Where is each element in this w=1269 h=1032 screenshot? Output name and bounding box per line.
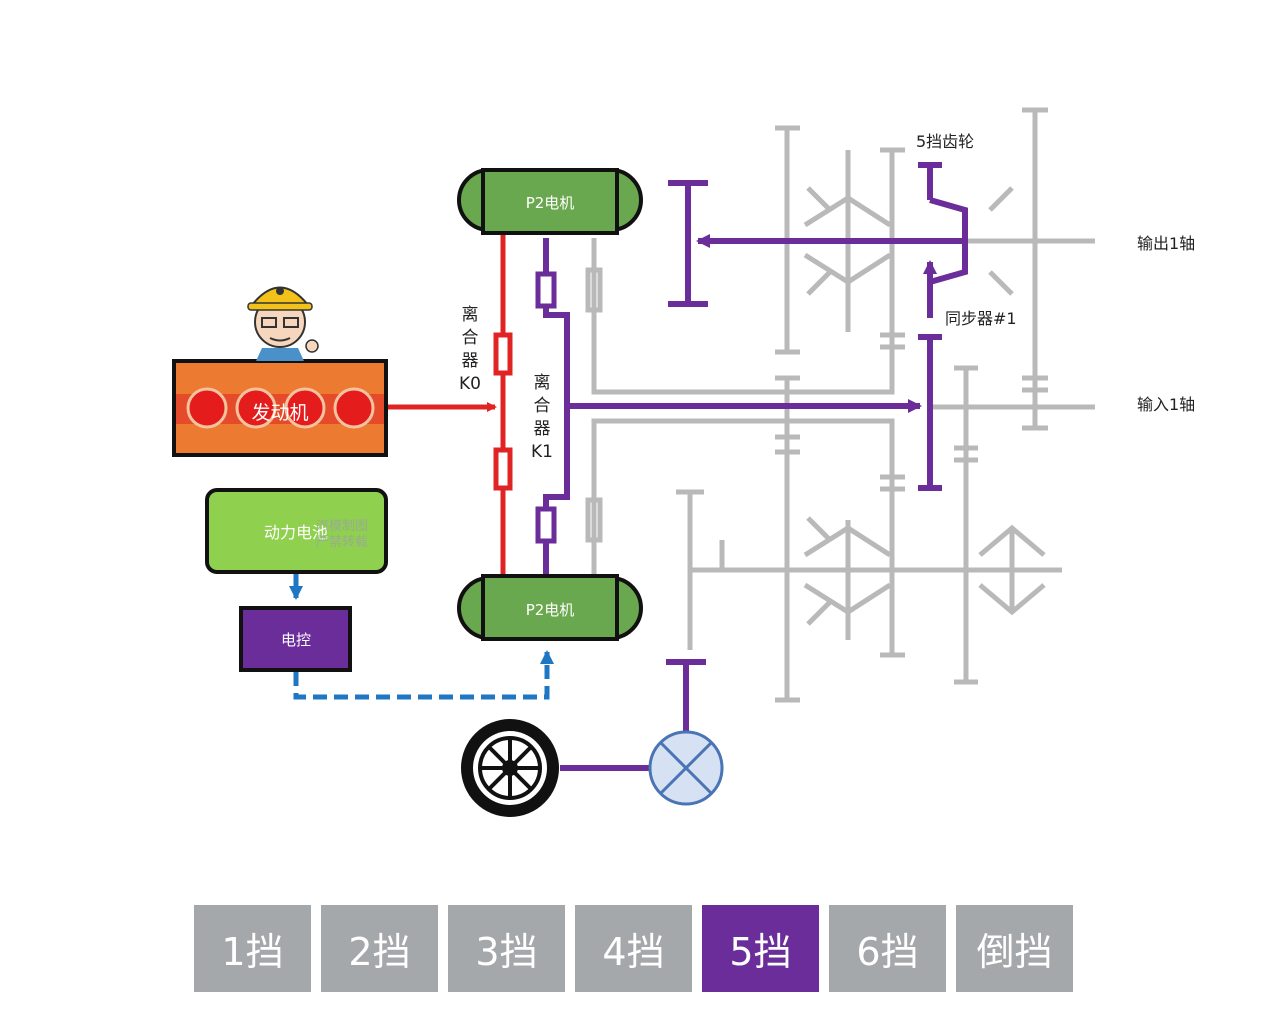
- watermark-line-1: 汽模制图: [316, 519, 368, 534]
- battery-box: 动力电池: [205, 488, 388, 574]
- engineer-mascot-icon: [247, 286, 319, 361]
- svg-text:合: 合: [534, 396, 551, 416]
- watermark-line-2: 严禁转载: [316, 535, 368, 550]
- clutch-k1-label: 离 合 器 K1: [531, 373, 553, 462]
- svg-text:离: 离: [462, 305, 479, 325]
- motor-bottom: P2电机: [457, 574, 643, 641]
- ecu-box: 电控: [239, 606, 352, 672]
- svg-text:K1: K1: [531, 442, 553, 462]
- svg-text:K0: K0: [459, 374, 481, 394]
- svg-text:器: 器: [462, 351, 479, 371]
- output-shaft-label: 输出1轴: [1137, 234, 1195, 253]
- ecu-to-motor-control-line: [293, 650, 554, 700]
- synchronizer-label: 同步器#1: [945, 309, 1017, 328]
- gear-tab-1[interactable]: 1挡: [194, 905, 311, 992]
- gear-tab-6[interactable]: 6挡: [829, 905, 946, 992]
- active-power-path: [543, 162, 968, 771]
- idle-gear-structure: [585, 107, 1095, 703]
- clutch-k1-plates: [535, 271, 557, 544]
- svg-text:器: 器: [534, 419, 551, 439]
- clutch-k0-label: 离 合 器 K0: [459, 305, 481, 394]
- engine-path: [388, 232, 513, 580]
- svg-text:离: 离: [534, 373, 551, 393]
- gear-tab-7[interactable]: 倒挡: [956, 905, 1073, 992]
- differential-icon: [648, 730, 724, 806]
- battery-label: 动力电池: [264, 523, 328, 542]
- ecu-label: 电控: [281, 631, 311, 649]
- gear-tab-2[interactable]: 2挡: [321, 905, 438, 992]
- motor-top: P2电机: [457, 168, 643, 235]
- gear-tab-5[interactable]: 5挡: [702, 905, 819, 992]
- gear-tab-4[interactable]: 4挡: [575, 905, 692, 992]
- wheel-icon: [461, 719, 559, 817]
- watermark: 汽模制图 严禁转载: [316, 519, 368, 550]
- engine-label: 发动机: [251, 402, 308, 424]
- input-shaft-label: 输入1轴: [1137, 395, 1195, 414]
- engine-block: 发动机: [172, 359, 388, 457]
- motor-bottom-label: P2电机: [526, 601, 575, 619]
- gear5-label: 5挡齿轮: [916, 132, 974, 151]
- gear-tab-3[interactable]: 3挡: [448, 905, 565, 992]
- powertrain-diagram: P2电机 P2电机 发动机 动力电池 汽模制图 严禁转载 电: [172, 107, 1195, 817]
- svg-text:合: 合: [462, 328, 479, 348]
- motor-top-label: P2电机: [526, 194, 575, 212]
